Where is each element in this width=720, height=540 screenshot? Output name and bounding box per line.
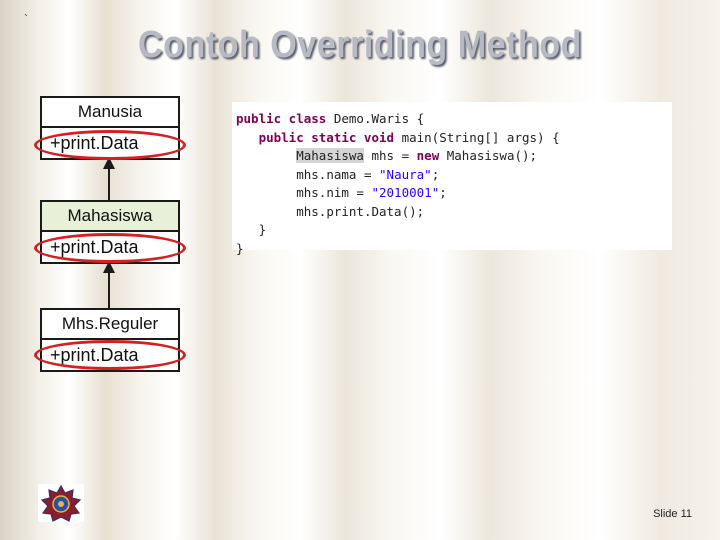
code-text: mhs.nama = (296, 166, 380, 182)
inheritance-arrowhead (103, 261, 115, 273)
logo-emblem-icon (40, 484, 82, 522)
code-line: public class Demo.Waris { (232, 110, 672, 129)
code-text: Demo.Waris { (326, 111, 425, 126)
code-text: ; (431, 166, 440, 182)
inheritance-arrowhead (103, 157, 115, 169)
code-text: } (258, 222, 267, 237)
code-text: mhs.nim = (296, 185, 372, 200)
class-name: Mahasiswa (42, 202, 178, 232)
slide-title: Contoh Overriding Method (138, 24, 582, 66)
class-name: Mhs.Reguler (42, 310, 178, 340)
code-line: mhs.print.Data(); (232, 203, 672, 222)
code-text: } (236, 240, 244, 256)
code-keyword: new (416, 148, 440, 163)
code-string: "Naura" (379, 166, 432, 182)
code-text: mhs.print.Data(); (296, 203, 425, 219)
code-text: mhs = (363, 148, 417, 163)
highlight-ellipse (34, 233, 186, 263)
code-text: ; (439, 185, 447, 200)
code-text: Mahasiswa(); (439, 148, 538, 163)
slide-number: Slide 11 (653, 508, 692, 520)
code-string: "2010001" (371, 185, 440, 200)
code-text: main(String[] args) { (394, 129, 560, 145)
code-keyword: public static void (258, 129, 395, 145)
code-keyword: public class (236, 111, 327, 126)
highlight-ellipse (34, 130, 186, 160)
code-line: public static void main(String[] args) { (232, 129, 672, 148)
corner-mark: ` (24, 12, 28, 26)
code-line: } (232, 221, 672, 240)
inheritance-line (108, 168, 110, 200)
code-line: mhs.nim = "2010001"; (232, 184, 672, 203)
highlight-ellipse (34, 340, 186, 370)
code-type: Mahasiswa (296, 148, 364, 163)
class-name: Manusia (42, 98, 178, 128)
inheritance-line (108, 272, 110, 309)
university-logo (38, 484, 84, 522)
code-line: mhs.nama = "Naura"; (232, 166, 672, 185)
code-line: } (232, 240, 672, 259)
code-line: Mahasiswa mhs = new Mahasiswa(); (232, 147, 672, 166)
code-snippet: public class Demo.Waris { public static … (232, 102, 672, 256)
